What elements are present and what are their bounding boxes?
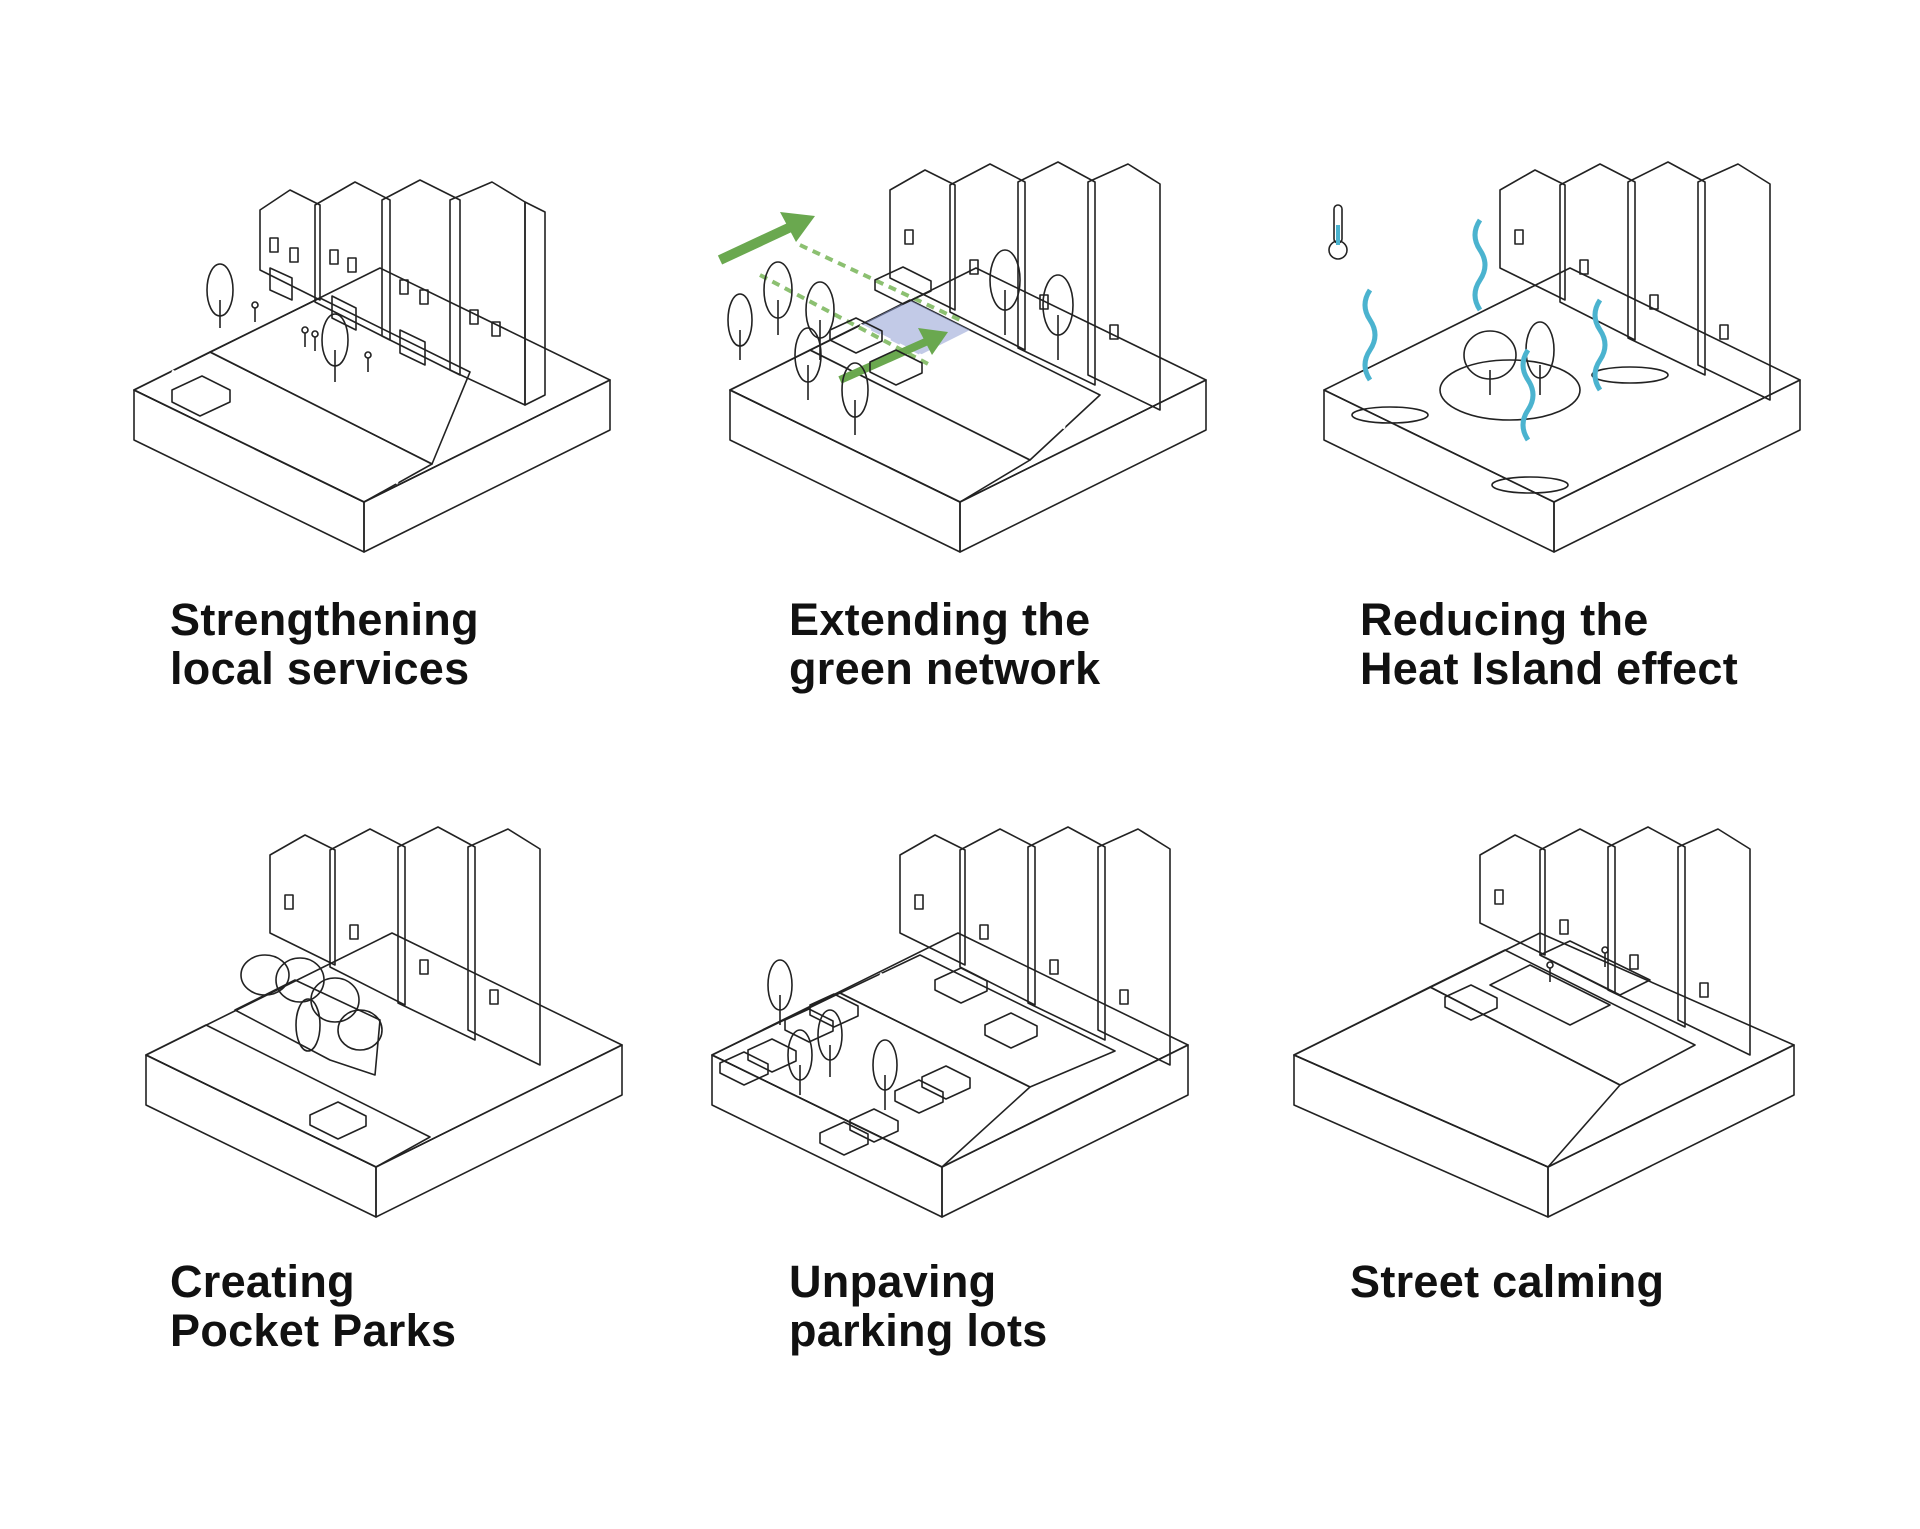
panel-reducing-heat-island: Reducing the Heat Island effect [1300,150,1900,693]
caption-line-1: Extending the [789,594,1091,645]
person [251,301,372,372]
base-side-left [133,389,365,553]
caption-street-calming: Street calming [1350,1257,1664,1306]
crossing [1539,940,1651,996]
arrow [717,212,961,384]
road-centerline [171,369,399,485]
yellow-activity-zone [209,297,471,465]
car [171,375,231,417]
caption-local-services: Strengthening local services [170,595,479,693]
car [309,1101,367,1140]
car [719,967,1038,1156]
road [1429,949,1696,1086]
base-side-left [1323,389,1555,553]
thermometer-icon [1328,204,1348,260]
park-island [1439,359,1581,421]
base-side-right [941,1044,1189,1218]
panel-strengthening-local-services: Strengthening local services [120,150,720,693]
green-strip [729,349,1031,503]
building-row [269,826,541,1066]
tree [206,263,349,382]
road-centerline [879,972,1073,1071]
panel-creating-pocket-parks: Creating Pocket Parks [120,815,720,1355]
building-row [259,179,546,406]
caption-green-network: Extending the green network [789,595,1100,693]
base-side-right [1553,379,1801,553]
caption-line-1: Strengthening [170,594,479,645]
building-row [1479,826,1751,1056]
base-side-left [729,389,961,553]
diagram-parking-lots [711,826,1189,1218]
base-side-left [1293,1054,1549,1218]
tree [1351,321,1669,494]
person [1546,946,1609,982]
base-side-left [145,1054,377,1218]
caption-parking-lots: Unpaving parking lots [789,1257,1048,1355]
diagram-local-services [133,179,611,553]
diagram-heat-island [1323,161,1801,553]
building-row [899,826,1171,1066]
caption-line-1: Street calming [1350,1256,1665,1307]
base-side-right [375,1044,623,1218]
caption-line-2: parking lots [789,1305,1048,1356]
base-top [145,932,623,1168]
car [1444,984,1498,1021]
base-side-right [959,379,1207,553]
base-top [711,932,1189,1168]
caption-line-2: Pocket Parks [170,1305,457,1356]
road [145,1024,431,1168]
plaza-area [1293,986,1621,1168]
tree [767,959,898,1110]
diagram-street-calming [1293,826,1795,1218]
caption-line-1: Creating [170,1256,355,1307]
base-top [729,267,1207,503]
base-side-left [711,1054,943,1218]
base-top [133,267,611,503]
building-row [1499,161,1771,401]
tree [240,954,383,1052]
caption-line-1: Reducing the [1360,594,1649,645]
tree [727,249,1074,435]
diagram-green-network [717,161,1207,553]
caption-line-2: local services [170,643,470,694]
road [839,954,1116,1088]
heat-wave [1362,218,1608,442]
caption-line-2: green network [789,643,1101,694]
caption-pocket-parks: Creating Pocket Parks [170,1257,456,1355]
car [829,266,932,386]
caption-line-1: Unpaving [789,1256,997,1307]
building-row [889,161,1161,411]
caption-heat-island: Reducing the Heat Island effect [1360,595,1738,693]
caption-line-2: Heat Island effect [1360,643,1739,694]
blue-overlay [860,300,970,355]
panel-unpaving-parking-lots: Unpaving parking lots [700,815,1300,1355]
panel-street-calming: Street calming [1280,815,1880,1315]
crossing [1489,964,1611,1026]
panel-extending-green-network: Extending the green network [700,150,1300,693]
road-centerline [859,323,1066,430]
base-side-right [363,379,611,553]
base-side-right [1547,1044,1795,1218]
diagram-pocket-parks [145,826,623,1218]
